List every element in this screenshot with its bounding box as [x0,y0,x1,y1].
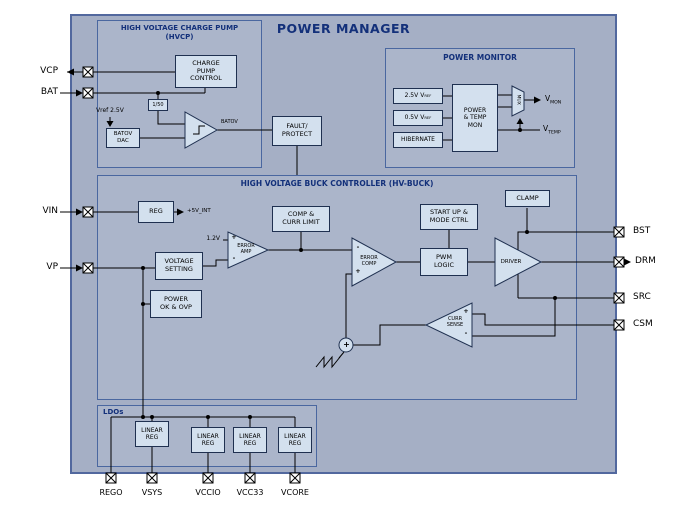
error-amp-plus-sign: + [231,233,237,241]
pin-vin: VIN [42,206,58,216]
power-monitor-title: POWER MONITOR [443,53,517,62]
pin-pad-icon [613,292,625,304]
reg-block: REG [138,201,174,223]
mux-shape [511,85,525,117]
batov-wire-label: BATOV [221,119,238,125]
pin-bst: BST [633,226,651,236]
vmon-sub: MON [550,100,562,106]
pin-pad-icon [289,472,301,484]
pin-pad-icon [82,66,94,78]
ldos-title: LDOs [103,408,124,416]
voltage-setting-block: VOLTAGE SETTING [155,252,203,280]
driver-triangle [494,237,543,287]
pin-src: SRC [633,292,651,302]
hv-buck-title: HIGH VOLTAGE BUCK CONTROLLER (HV-BUCK) [240,179,434,188]
pin-bat: BAT [40,87,58,97]
comparator-triangle [184,111,219,149]
arrowhead [76,264,83,272]
curr-sense-triangle [424,302,473,348]
vmon-base: V [545,94,551,103]
pin-vcc33: VCC33 [236,488,264,497]
summing-plus-sign: + [343,340,350,349]
vref-0v5-base: V [420,114,425,122]
vtemp-label: VTEMP [543,124,561,136]
arrowhead [624,258,631,266]
arrowhead [516,118,524,124]
linear-reg-3-block: LINEAR REG [233,427,267,453]
vmon-label: VMON [545,94,562,106]
curr-sense-minus-sign: - [464,329,468,337]
comp-curr-limit-block: COMP & CURR LIMIT [272,206,330,232]
pin-drm: DRM [635,256,656,266]
pin-pad-icon [202,472,214,484]
pin-pad-icon [613,319,625,331]
divider-1-50-block: 1/50 [148,99,168,111]
power-temp-mon-block: POWER & TEMP MON [452,84,498,152]
pin-pad-icon [82,262,94,274]
error-amp-minus-sign: - [232,254,236,262]
vref-2v5-wire-label: Vref 2.5V [96,107,124,114]
pin-pad-icon [613,226,625,238]
pin-pad-icon [146,472,158,484]
pin-csm: CSM [633,319,653,329]
hibernate-block: HIBERNATE [393,132,443,148]
arrowhead [67,68,74,76]
batov-dac-block: BATOV DAC [106,128,140,148]
startup-mode-ctrl-block: START UP & MODE CTRL [420,204,478,230]
hysteresis-icon [193,125,205,135]
error-amp-label: ERROR AMP [237,243,255,255]
charge-pump-control-block: CHARGE PUMP CONTROL [175,55,237,88]
driver-label: DRIVER [500,259,522,265]
fault-protect-block: FAULT/ PROTECT [272,116,322,146]
vtemp-base: V [543,124,549,133]
v5int-wire-label: +5V_INT [187,208,211,214]
error-amp-triangle [227,231,270,269]
linear-reg-4-block: LINEAR REG [278,427,312,453]
mux-label: MUX [515,94,521,105]
arrowhead [177,208,184,216]
sawtooth-icon [315,355,341,369]
power-ok-ovp-block: POWER OK & OVP [150,290,202,318]
pwm-logic-block: PWM LOGIC [420,248,468,276]
summing-junction [338,337,354,353]
curr-sense-plus-sign: + [463,307,469,315]
hvcp-title: HIGH VOLTAGE CHARGE PUMP (HVCP) [99,24,260,42]
arrowhead [534,96,541,104]
error-comp-plus-sign: + [355,267,361,275]
pin-pad-icon [105,472,117,484]
arrowhead [106,121,114,127]
hvcp-title-line1: HIGH VOLTAGE CHARGE PUMP [120,24,239,32]
pin-vcore: VCORE [281,488,309,497]
pin-rego: REGO [99,488,123,497]
pin-pad-icon [82,87,94,99]
hvcp-title-line2: (HVCP) [165,32,194,41]
curr-sense-label: CURR SENSE [446,316,464,328]
pin-vsys: VSYS [141,488,163,497]
error-comp-minus-sign: - [356,243,360,251]
linear-reg-2-block: LINEAR REG [191,427,225,453]
pin-vccio: VCCIO [195,488,221,497]
error-comp-label: ERROR COMP [360,255,378,267]
arrowhead [76,89,83,97]
pin-pad-icon [244,472,256,484]
vref-2v5-sub: REF [424,93,432,98]
clamp-block: CLAMP [505,190,550,207]
vref12-wire-label: 1.2V [206,235,220,242]
pin-pad-icon [82,206,94,218]
arrowhead [76,208,83,216]
page-title: POWER MANAGER [276,21,411,36]
vref-2v5-value: 2.5V [404,92,419,100]
vref-0v5-value: 0.5V [404,114,419,122]
vref-2v5-base: V [420,92,425,100]
pin-pad-icon [613,256,625,268]
vref-0v5-sub: REF [424,115,432,120]
pin-vcp: VCP [40,66,58,76]
vtemp-sub: TEMP [548,130,561,136]
pin-vp: VP [46,262,58,272]
linear-reg-1-block: LINEAR REG [135,421,169,447]
error-comp-triangle [351,237,398,287]
